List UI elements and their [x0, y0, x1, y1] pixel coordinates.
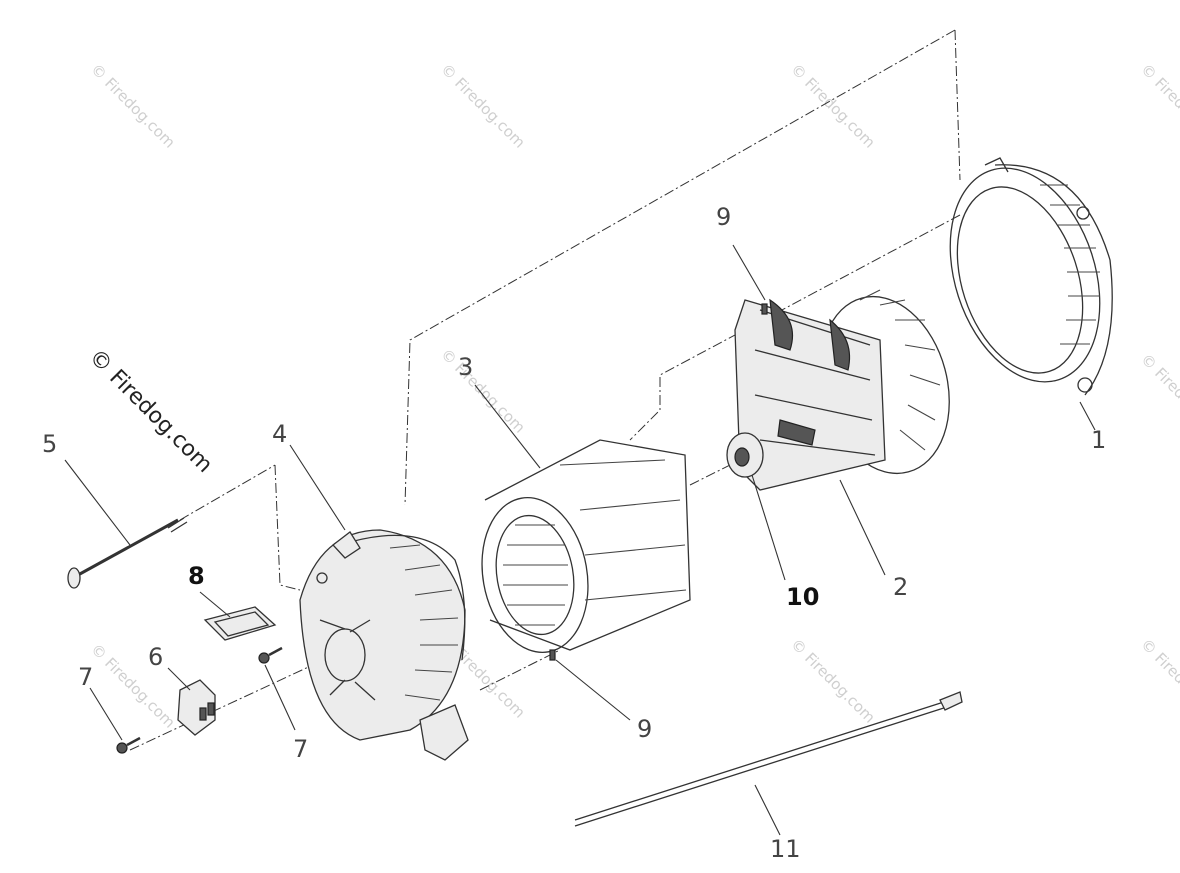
callout-3: 3 [458, 353, 473, 381]
callout-2: 2 [893, 573, 908, 601]
callout-9-bottom: 9 [637, 715, 652, 743]
watermark: © Firedog.com [437, 345, 529, 437]
watermark: © Firedog.com [787, 60, 879, 152]
watermark-prominent: © Firedog.com [84, 345, 217, 478]
callout-6: 6 [148, 643, 163, 671]
callout-4: 4 [272, 420, 287, 448]
part-2-rotor [726, 289, 950, 491]
callout-11: 11 [770, 835, 801, 863]
part-7-screws [116, 646, 283, 754]
watermark: © Firedog.com [437, 60, 529, 152]
callout-7-right: 7 [293, 735, 308, 763]
watermark: © Firedog.com [87, 60, 179, 152]
callout-10: 10 [786, 583, 819, 611]
part-6-brush-holder [177, 679, 216, 736]
part-5-long-bolt [67, 517, 188, 589]
callout-8: 8 [188, 562, 205, 590]
watermark: © Firedog.com [87, 640, 179, 732]
watermark: © Firedog.com [1137, 350, 1180, 442]
watermark: © Firedog.com [787, 635, 879, 727]
part-1-rear-cover [949, 157, 1113, 396]
callout-1: 1 [1091, 426, 1106, 454]
part-8-pad [203, 606, 277, 641]
callout-9-top: 9 [716, 203, 731, 231]
part-3-stator [481, 439, 691, 653]
leader-lines [64, 244, 1096, 836]
part-9-pins [549, 303, 768, 661]
part-4-front-housing [299, 529, 469, 761]
callout-5: 5 [42, 430, 57, 458]
callout-7-left: 7 [78, 663, 93, 691]
watermark: © Firedog.com [1137, 60, 1180, 152]
callouts: 1 2 3 4 5 6 7 7 8 9 9 10 11 [42, 203, 1106, 863]
part-11-cable [574, 691, 963, 827]
watermark: © Firedog.com [1137, 635, 1180, 727]
